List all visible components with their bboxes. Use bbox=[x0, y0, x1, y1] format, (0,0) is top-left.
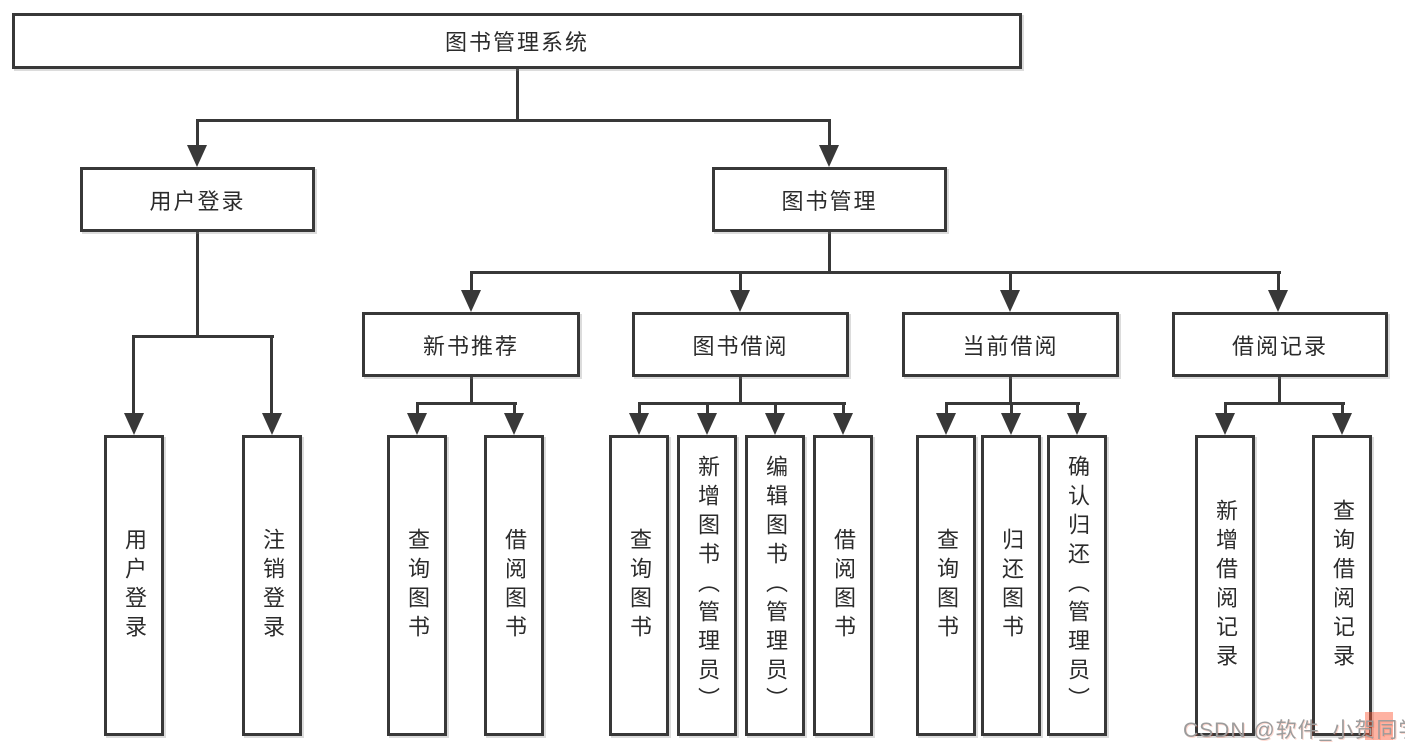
connector-drop-level3 bbox=[470, 271, 473, 292]
node-leaf-borrow-books: 借阅图书 bbox=[484, 435, 544, 736]
node-label: 用户登录 bbox=[122, 527, 147, 644]
arrowhead-down bbox=[833, 413, 853, 435]
node-root-library-system: 图书管理系统 bbox=[12, 13, 1022, 69]
connector-book-management-vertical bbox=[828, 231, 831, 273]
connector-book-borrow-bus bbox=[638, 402, 846, 405]
arrowhead-down bbox=[1332, 413, 1352, 435]
arrowhead-down bbox=[187, 145, 207, 167]
node-leaf-query-books: 查询图书 bbox=[916, 435, 976, 736]
node-label: 编辑图书（管理员） bbox=[763, 455, 788, 716]
node-leaf-user-login: 用户登录 bbox=[104, 435, 164, 736]
connector-drop-level3 bbox=[1009, 271, 1012, 292]
node-leaf-edit-books-admin: 编辑图书（管理员） bbox=[745, 435, 805, 736]
connector-current-borrow-vertical bbox=[1009, 376, 1012, 405]
node-label: 图书借阅 bbox=[692, 333, 789, 359]
node-label: 借阅图书 bbox=[502, 527, 527, 644]
arrowhead-down bbox=[730, 290, 750, 312]
node-label: 图书管理系统 bbox=[444, 30, 589, 55]
connector-drop-leaf bbox=[774, 402, 777, 414]
node-new-book-recommend: 新书推荐 bbox=[362, 312, 580, 377]
connector-new-books-vertical bbox=[470, 376, 473, 405]
node-label: 确认归还（管理员） bbox=[1065, 455, 1090, 716]
connector-level2-bus bbox=[196, 119, 831, 122]
connector-user-login-vertical bbox=[196, 231, 199, 337]
node-label: 查询借阅记录 bbox=[1330, 498, 1355, 673]
node-leaf-confirm-return-admin: 确认归还（管理员） bbox=[1047, 435, 1107, 736]
node-leaf-logout: 注销登录 bbox=[242, 435, 302, 736]
arrowhead-down bbox=[819, 145, 839, 167]
node-label: 用户登录 bbox=[149, 188, 246, 214]
arrowhead-down bbox=[1268, 290, 1288, 312]
connector-borrow-records-bus bbox=[1224, 402, 1345, 405]
connector-drop-leaf bbox=[1010, 402, 1013, 414]
node-label: 借阅记录 bbox=[1231, 333, 1328, 359]
node-leaf-add-borrow-record: 新增借阅记录 bbox=[1195, 435, 1255, 736]
node-label: 新增图书（管理员） bbox=[695, 455, 720, 716]
connector-drop-level3 bbox=[1277, 271, 1280, 292]
connector-drop-user-login bbox=[196, 119, 199, 147]
node-label: 注销登录 bbox=[260, 527, 285, 644]
arrowhead-down bbox=[936, 413, 956, 435]
node-label: 新书推荐 bbox=[422, 333, 519, 359]
connector-borrow-records-vertical bbox=[1278, 376, 1281, 405]
node-label: 图书管理 bbox=[781, 188, 878, 214]
node-label: 借阅图书 bbox=[831, 527, 856, 644]
node-label: 查询图书 bbox=[934, 527, 959, 644]
connector-drop-leaf bbox=[1341, 402, 1344, 414]
connector-drop-book-management bbox=[828, 119, 831, 147]
node-label: 当前借阅 bbox=[962, 333, 1059, 359]
arrowhead-down bbox=[1001, 413, 1021, 435]
connector-drop-leaf bbox=[945, 402, 948, 414]
connector-book-borrow-vertical bbox=[739, 376, 742, 405]
node-label: 查询图书 bbox=[627, 527, 652, 644]
connector-drop-leaf bbox=[706, 402, 709, 414]
connector-root-vertical bbox=[516, 68, 519, 122]
connector-drop-leaf bbox=[416, 402, 419, 414]
connector-drop-leaf bbox=[842, 402, 845, 414]
node-label: 查询图书 bbox=[405, 527, 430, 644]
connector-drop-leaf bbox=[132, 335, 135, 414]
arrowhead-down bbox=[697, 413, 717, 435]
node-leaf-return-books: 归还图书 bbox=[981, 435, 1041, 736]
node-borrow-records: 借阅记录 bbox=[1172, 312, 1388, 377]
arrowhead-down bbox=[124, 413, 144, 435]
arrowhead-down bbox=[1067, 413, 1087, 435]
arrowhead-down bbox=[1215, 413, 1235, 435]
watermark-red-patch bbox=[1365, 712, 1393, 740]
connector-drop-leaf bbox=[1076, 402, 1079, 414]
node-current-borrow: 当前借阅 bbox=[902, 312, 1119, 377]
arrowhead-down bbox=[461, 290, 481, 312]
connector-drop-leaf bbox=[1224, 402, 1227, 414]
arrowhead-down bbox=[765, 413, 785, 435]
watermark-text: CSDN @软件_小贺同学 bbox=[1183, 719, 1405, 742]
node-book-borrow: 图书借阅 bbox=[632, 312, 849, 377]
connector-new-books-bus bbox=[416, 402, 517, 405]
connector-drop-level3 bbox=[739, 271, 742, 292]
arrowhead-down bbox=[407, 413, 427, 435]
arrowhead-down bbox=[629, 413, 649, 435]
node-leaf-query-books: 查询图书 bbox=[609, 435, 669, 736]
arrowhead-down bbox=[504, 413, 524, 435]
connector-level3-bus bbox=[470, 271, 1281, 274]
connector-user-login-bus bbox=[132, 335, 274, 338]
node-leaf-query-books: 查询图书 bbox=[387, 435, 447, 736]
node-leaf-borrow-books: 借阅图书 bbox=[813, 435, 873, 736]
connector-drop-leaf bbox=[513, 402, 516, 414]
node-book-management: 图书管理 bbox=[712, 167, 947, 232]
connector-drop-leaf bbox=[270, 335, 273, 414]
connector-drop-leaf bbox=[638, 402, 641, 414]
node-label: 归还图书 bbox=[999, 527, 1024, 644]
node-label: 新增借阅记录 bbox=[1213, 498, 1238, 673]
node-user-login: 用户登录 bbox=[80, 167, 315, 232]
node-leaf-add-books-admin: 新增图书（管理员） bbox=[677, 435, 737, 736]
arrowhead-down bbox=[262, 413, 282, 435]
node-leaf-query-borrow-record: 查询借阅记录 bbox=[1312, 435, 1372, 736]
arrowhead-down bbox=[1000, 290, 1020, 312]
